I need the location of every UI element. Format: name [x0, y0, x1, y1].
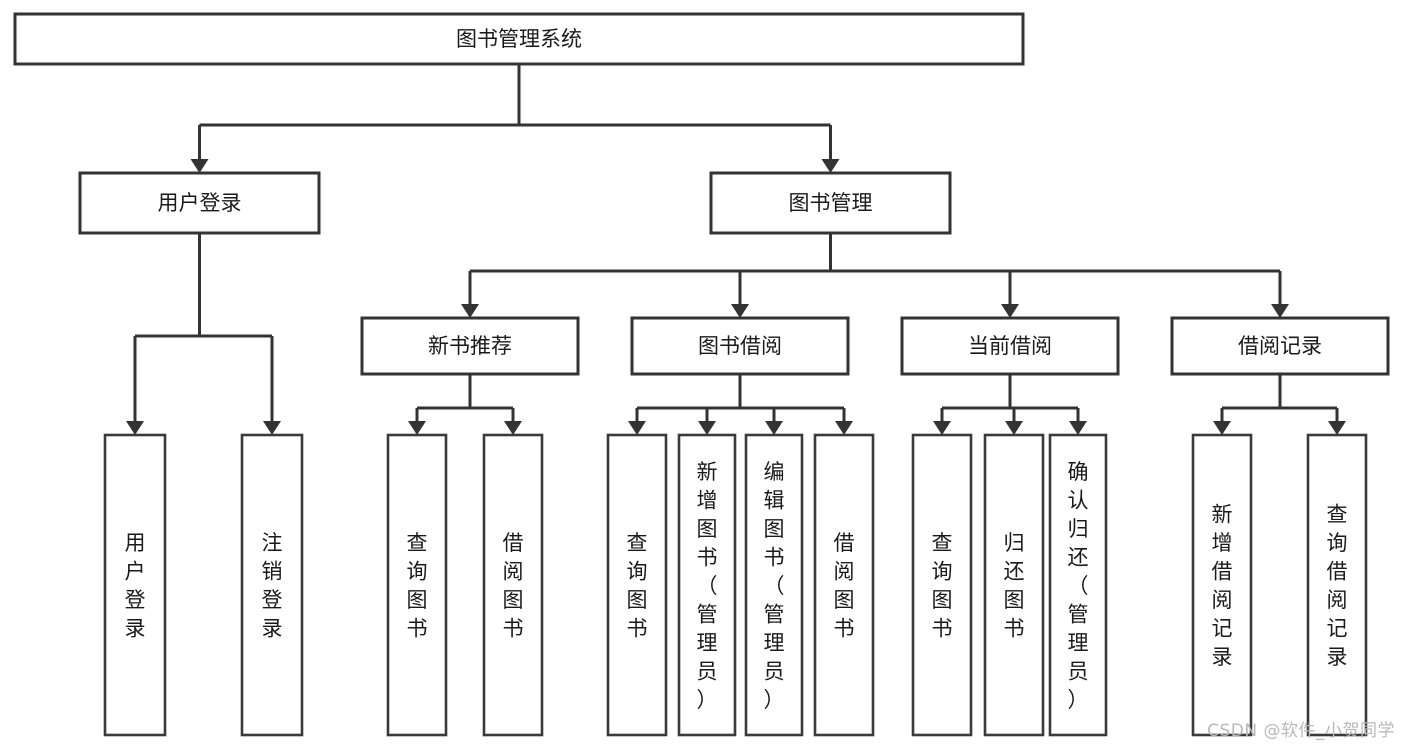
- node-leaf8[interactable]: 借阅图书: [813, 433, 875, 737]
- node-box-leaf7: [744, 433, 804, 737]
- node-leaf4[interactable]: 借阅图书: [482, 433, 544, 737]
- conn-borrow-to-leaf8-arrowhead: [835, 421, 853, 435]
- node-box-leaf13: [1306, 433, 1368, 737]
- node-label-leaf8: 借阅图书: [834, 531, 855, 641]
- node-label-root: 图书管理系统: [456, 27, 582, 51]
- node-label-leaf9: 查询图书: [932, 531, 953, 641]
- node-box-borrow: [630, 316, 850, 376]
- node-leaf12[interactable]: 新增借阅记录: [1191, 433, 1253, 737]
- connector-lines-group: [126, 64, 1346, 435]
- node-leaf6[interactable]: 新增图书（管理员）: [677, 433, 737, 737]
- node-box-leaf9: [911, 433, 973, 737]
- node-leaf7[interactable]: 编辑图书（管理员）: [744, 433, 804, 737]
- node-records[interactable]: 借阅记录: [1170, 316, 1390, 376]
- node-label-leaf12: 新增借阅记录: [1212, 503, 1233, 670]
- node-leaf10[interactable]: 归还图书: [983, 433, 1045, 737]
- node-box-leaf5: [606, 433, 668, 737]
- node-box-leaf2: [240, 433, 304, 737]
- conn-current-to-leaf11-arrowhead: [1069, 421, 1087, 435]
- conn-bookmgmt-to-records-arrowhead: [1271, 304, 1289, 318]
- node-label-newbook: 新书推荐: [428, 334, 512, 358]
- node-root[interactable]: 图书管理系统: [13, 12, 1025, 66]
- conn-borrow-to-leaf7-arrowhead: [765, 421, 783, 435]
- node-leaf1[interactable]: 用户登录: [103, 433, 167, 737]
- node-box-login: [78, 171, 321, 235]
- node-label-leaf1: 用户登录: [125, 531, 146, 641]
- node-bookmgmt[interactable]: 图书管理: [709, 171, 952, 235]
- conn-bookmgmt-to-current-arrowhead: [1001, 304, 1019, 318]
- node-box-newbook: [360, 316, 580, 376]
- node-label-leaf4: 借阅图书: [503, 531, 524, 641]
- conn-current-to-leaf10-arrowhead: [1005, 421, 1023, 435]
- node-label-leaf10: 归还图书: [1004, 531, 1025, 641]
- node-leaf13[interactable]: 查询借阅记录: [1306, 433, 1368, 737]
- node-label-records: 借阅记录: [1238, 334, 1322, 358]
- node-label-leaf13: 查询借阅记录: [1327, 503, 1348, 670]
- node-box-bookmgmt: [709, 171, 952, 235]
- conn-records-to-leaf12-arrowhead: [1213, 421, 1231, 435]
- conn-root-to-login-arrowhead: [190, 159, 209, 173]
- conn-borrow-to-leaf6-arrowhead: [698, 421, 716, 435]
- node-leaf3[interactable]: 查询图书: [386, 433, 448, 737]
- conn-current-to-leaf9-arrowhead: [933, 421, 951, 435]
- conn-bookmgmt-to-newbook-arrowhead: [461, 304, 479, 318]
- node-newbook[interactable]: 新书推荐: [360, 316, 580, 376]
- node-label-bookmgmt: 图书管理: [789, 191, 873, 215]
- node-login[interactable]: 用户登录: [78, 171, 321, 235]
- node-box-leaf1: [103, 433, 167, 737]
- node-box-root: [13, 12, 1025, 66]
- node-box-leaf12: [1191, 433, 1253, 737]
- node-box-leaf3: [386, 433, 448, 737]
- node-label-leaf6: 新增图书（管理员）: [697, 460, 718, 712]
- node-label-current: 当前借阅: [968, 334, 1052, 358]
- conn-login-to-leaf2-arrowhead: [263, 421, 281, 435]
- node-label-borrow: 图书借阅: [698, 334, 782, 358]
- node-box-leaf4: [482, 433, 544, 737]
- node-label-leaf5: 查询图书: [627, 531, 648, 641]
- node-label-leaf2: 注销登录: [262, 531, 283, 641]
- node-box-records: [1170, 316, 1390, 376]
- node-label-login: 用户登录: [158, 191, 242, 215]
- node-current[interactable]: 当前借阅: [900, 316, 1120, 376]
- node-box-leaf11: [1048, 433, 1108, 737]
- node-borrow[interactable]: 图书借阅: [630, 316, 850, 376]
- node-box-current: [900, 316, 1120, 376]
- node-label-leaf11: 确认归还（管理员）: [1068, 460, 1089, 712]
- node-label-leaf3: 查询图书: [407, 531, 428, 641]
- node-leaf9[interactable]: 查询图书: [911, 433, 973, 737]
- conn-newbook-to-leaf3-arrowhead: [408, 421, 426, 435]
- conn-root-to-bookmgmt-arrowhead: [821, 159, 840, 173]
- conn-borrow-to-leaf5-arrowhead: [628, 421, 646, 435]
- node-box-leaf8: [813, 433, 875, 737]
- conn-newbook-to-leaf4-arrowhead: [504, 421, 522, 435]
- node-box-leaf10: [983, 433, 1045, 737]
- conn-bookmgmt-to-borrow-arrowhead: [731, 304, 749, 318]
- conn-login-to-leaf1-arrowhead: [126, 421, 144, 435]
- node-leaf11[interactable]: 确认归还（管理员）: [1048, 433, 1108, 737]
- node-boxes-group: 图书管理系统用户登录图书管理新书推荐图书借阅当前借阅借阅记录用户登录注销登录查询…: [13, 12, 1390, 737]
- conn-records-to-leaf13-arrowhead: [1328, 421, 1346, 435]
- node-leaf2[interactable]: 注销登录: [240, 433, 304, 737]
- node-label-leaf7: 编辑图书（管理员）: [764, 460, 785, 712]
- node-box-leaf6: [677, 433, 737, 737]
- node-leaf5[interactable]: 查询图书: [606, 433, 668, 737]
